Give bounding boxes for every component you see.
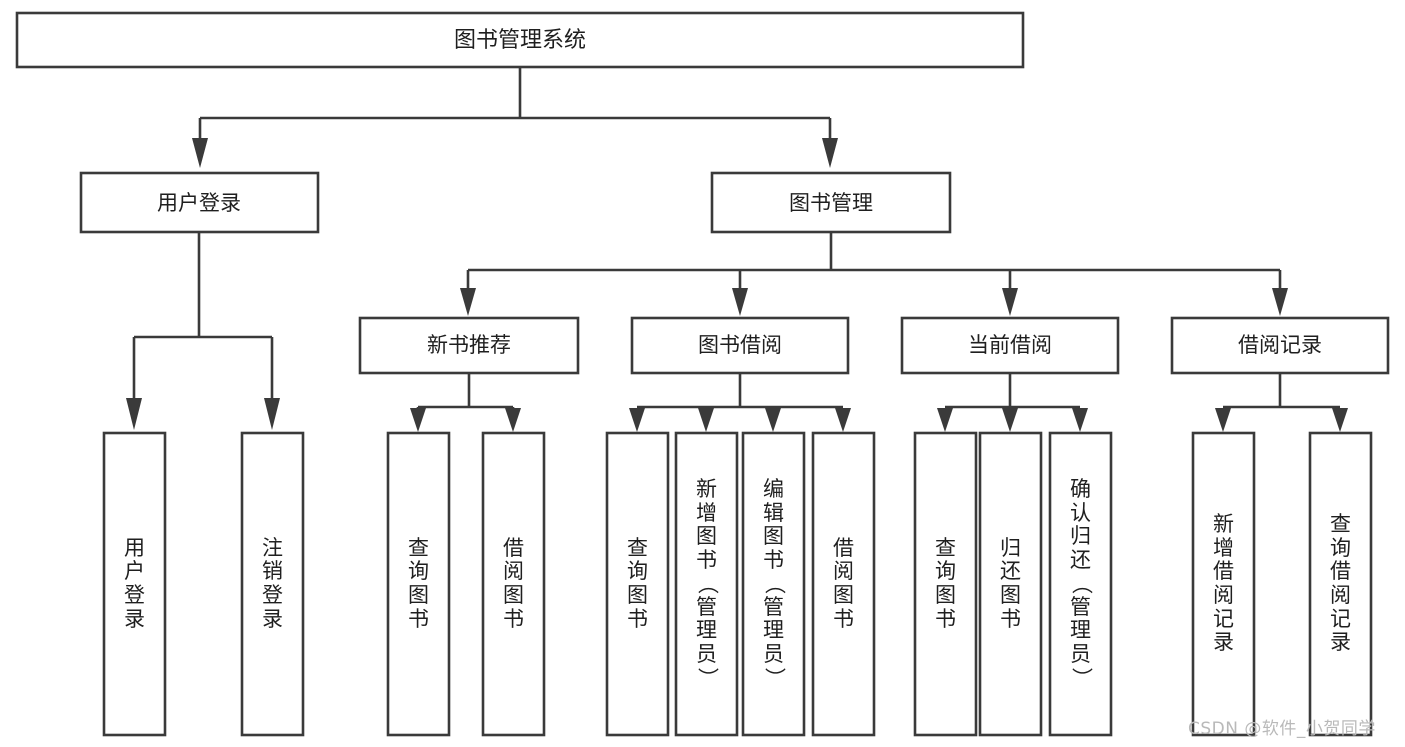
node-book-borrow-box[interactable] xyxy=(630,316,850,375)
leaf-box-nb-borrow[interactable] xyxy=(481,431,546,737)
node-root-box[interactable] xyxy=(15,11,1025,69)
arrow-head-icon-root-1 xyxy=(192,138,208,168)
node-new-book-box[interactable] xyxy=(358,316,580,375)
arrow-head-icon-bb-1 xyxy=(629,408,645,432)
node-current-borrow-label: 当前借阅 xyxy=(968,333,1052,357)
node-book-borrow-label: 图书借阅 xyxy=(698,333,782,357)
arrow-head-icon-br-1 xyxy=(1215,408,1231,432)
leaf-box-cb-confirm[interactable] xyxy=(1048,431,1113,737)
leaf-box-nb-query[interactable] xyxy=(386,431,451,737)
arrow-head-icon-root-2 xyxy=(822,138,838,168)
arrow-head-icon-nb-1 xyxy=(410,408,426,432)
leaf-box-bb-edit[interactable] xyxy=(741,431,806,737)
arrow-head-icon-bb-2 xyxy=(698,408,714,432)
leaf-box-cb-return[interactable] xyxy=(978,431,1043,737)
leaf-box-bb-borrow[interactable] xyxy=(811,431,876,737)
arrow-head-icon-cb-1 xyxy=(937,408,953,432)
arrow-head-icon-bm-2 xyxy=(732,288,748,316)
node-new-book-label: 新书推荐 xyxy=(427,333,511,357)
node-book-manage-label: 图书管理 xyxy=(789,191,873,215)
leaf-box-cb-query[interactable] xyxy=(913,431,978,737)
node-current-borrow-box[interactable] xyxy=(900,316,1120,375)
leaf-box-br-query[interactable] xyxy=(1308,431,1373,737)
node-borrow-record-box[interactable] xyxy=(1170,316,1390,375)
arrow-head-icon-bm-3 xyxy=(1002,288,1018,316)
arrow-head-icon-br-2 xyxy=(1332,408,1348,432)
arrow-head-icon-cb-3 xyxy=(1072,408,1088,432)
arrow-head-icon-bb-4 xyxy=(835,408,851,432)
node-borrow-record-label: 借阅记录 xyxy=(1238,333,1322,357)
node-root-label: 图书管理系统 xyxy=(454,28,586,53)
leaf-box-bb-query[interactable] xyxy=(605,431,670,737)
arrow-head-icon-cb-2 xyxy=(1002,408,1018,432)
leaf-box-user-login[interactable] xyxy=(102,431,167,737)
arrow-head-icon-bm-4 xyxy=(1272,288,1288,316)
leaf-box-br-add[interactable] xyxy=(1191,431,1256,737)
node-user-login-label: 用户登录 xyxy=(157,191,241,215)
arrow-head-icon-ul-1 xyxy=(126,398,142,430)
arrow-head-icon-nb-2 xyxy=(505,408,521,432)
node-book-manage-box[interactable] xyxy=(710,171,952,234)
arrow-head-icon-bb-3 xyxy=(765,408,781,432)
arrow-head-icon-ul-2 xyxy=(264,398,280,430)
leaf-box-bb-add[interactable] xyxy=(674,431,739,737)
arrow-head-icon-bm-1 xyxy=(460,288,476,316)
csdn-watermark: CSDN @软件_小贺同学 xyxy=(1188,719,1376,739)
leaf-box-logout[interactable] xyxy=(240,431,305,737)
